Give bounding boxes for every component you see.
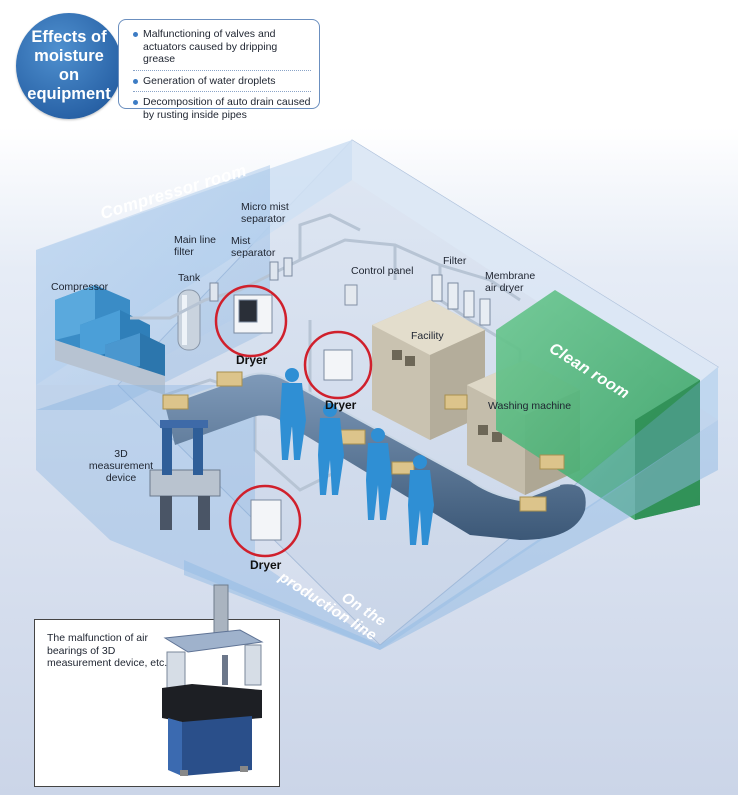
label-filter: Filter	[443, 255, 467, 267]
dryer-label: Dryer	[236, 353, 268, 367]
dryer-label: Dryer	[250, 558, 282, 572]
effect-item: Decomposition of auto drain caused by ru…	[133, 96, 311, 121]
label-compressor: Compressor	[51, 281, 109, 293]
control-panel	[344, 284, 358, 306]
production-wall-front	[36, 385, 110, 540]
bullet-icon	[133, 32, 138, 37]
filter-units	[431, 274, 491, 326]
bullet-icon	[133, 100, 138, 105]
boxes	[162, 371, 565, 512]
effects-badge: Effects of moisture on equipment	[16, 13, 122, 119]
building-front-face	[184, 420, 718, 650]
divider	[133, 69, 311, 71]
measurement-callout: The malfunction of air bearings of 3D me…	[34, 619, 280, 787]
label-3d-measurement-device: 3D measurement device	[88, 448, 154, 484]
bullet-icon	[133, 78, 138, 84]
label-washing-machine: Washing machine	[488, 400, 572, 412]
effect-item: Malfunctioning of valves and actuators c…	[133, 28, 311, 66]
label-main-line-filter: Main line filter	[174, 234, 217, 258]
line-filters	[209, 257, 293, 302]
label-control-panel: Control panel	[351, 265, 414, 277]
label-facility: Facility	[411, 330, 444, 342]
production-wall-left	[110, 385, 380, 650]
workers	[280, 368, 434, 545]
dryer-circles	[214, 284, 373, 558]
callout-text: The malfunction of air bearings of 3D me…	[47, 632, 168, 669]
dryer-units	[233, 294, 353, 541]
label-tank: Tank	[178, 272, 201, 284]
measurement-device-small	[149, 420, 221, 530]
compressors	[55, 285, 165, 395]
tank	[177, 289, 201, 351]
divider	[133, 91, 311, 92]
effects-list: Malfunctioning of valves and actuators c…	[118, 19, 320, 121]
label-micro-mist-separator: Micro mist separator	[241, 201, 289, 225]
effects-badge-title: Effects of moisture on equipment	[27, 28, 111, 103]
dryer-label: Dryer	[325, 398, 357, 412]
effect-item: Generation of water droplets	[133, 75, 311, 88]
label-membrane-air-dryer: Membrane air dryer	[485, 270, 536, 294]
label-mist-separator: Mist separator	[231, 235, 276, 259]
